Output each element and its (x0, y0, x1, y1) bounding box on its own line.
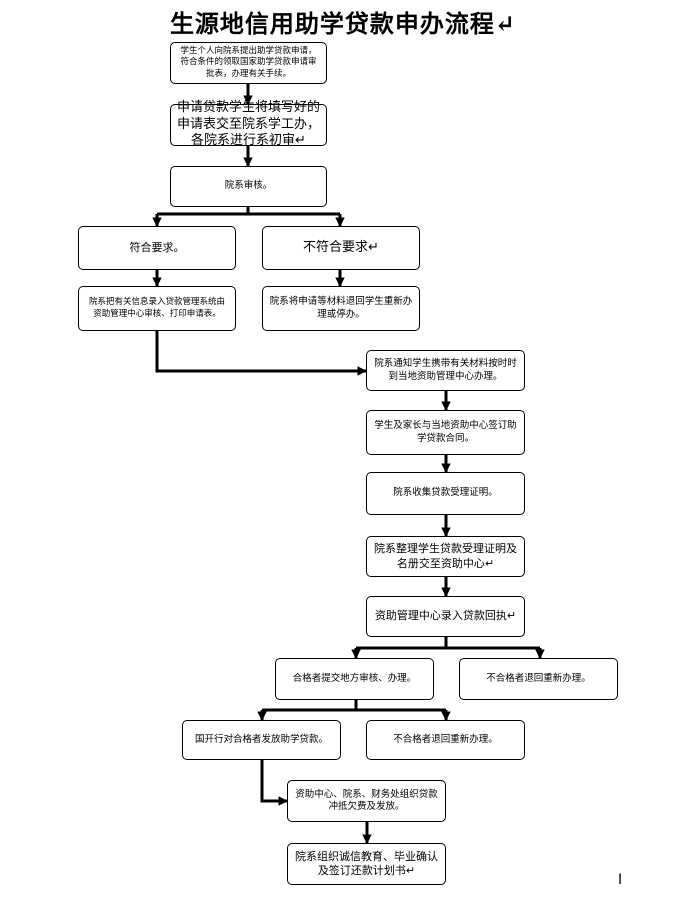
step-submit-local-review: 合格者提交地方审核、办理。 (275, 658, 434, 700)
step-unqualified-return-1: 不合格者退回重新办理。 (459, 658, 618, 700)
step-unqualified-return-2: 不合格者退回重新办理。 (366, 720, 525, 760)
branch-s3 (157, 207, 340, 216)
step-enter-receipt: 资助管理中心录入贷款回执↵ (366, 596, 525, 637)
branch-s10 (356, 637, 540, 650)
page-title: 生源地信用助学贷款申办流程↵ (169, 9, 517, 38)
step-return-materials: 院系将申请等材料退回学生重新办理或停办。 (262, 286, 420, 331)
step-department-review: 院系审核。 (170, 166, 327, 207)
step-submit-form: 申请贷款学生将填写好的申请表交至院系学工办，各院系进行系初审↵ (170, 100, 327, 148)
step-qualified: 符合要求。 (78, 226, 236, 270)
branch-s11a (262, 700, 446, 712)
arrow-s5a-s6 (155, 331, 367, 376)
step-cdb-disburse: 国开行对合格者发放助学贷款。 (182, 720, 341, 760)
step-apply: 学生个人向院系提出助学贷款申请，符合条件的领取国家助学贷款申请审批表，办理有关手… (170, 42, 327, 84)
step-not-qualified: 不符合要求↵ (262, 226, 420, 270)
step-notify-students: 院系通知学生携带有关材料按时时到当地资助管理中心办理。 (366, 350, 525, 391)
step-compile-roster: 院系整理学生贷款受理证明及名册交至资助中心↵ (366, 536, 525, 577)
step-integrity-education: 院系组织诚信教育、毕业确认及签订还款计划书↵ (287, 843, 446, 885)
step-enter-loan-system: 院系把有关信息录入贷款管理系统由资助管理中心审核、打印申请表。 (78, 286, 236, 331)
arrow-s12a-s13 (260, 760, 288, 806)
step-offset-fees: 资助中心、院系、财务处组织贷款冲抵欠费及发放。 (287, 780, 446, 822)
step-collect-proof: 院系收集贷款受理证明。 (366, 472, 525, 515)
step-sign-contract: 学生及家长与当地资助中心签订助学贷款合同。 (366, 410, 525, 455)
text-cursor-icon: I (618, 872, 623, 888)
